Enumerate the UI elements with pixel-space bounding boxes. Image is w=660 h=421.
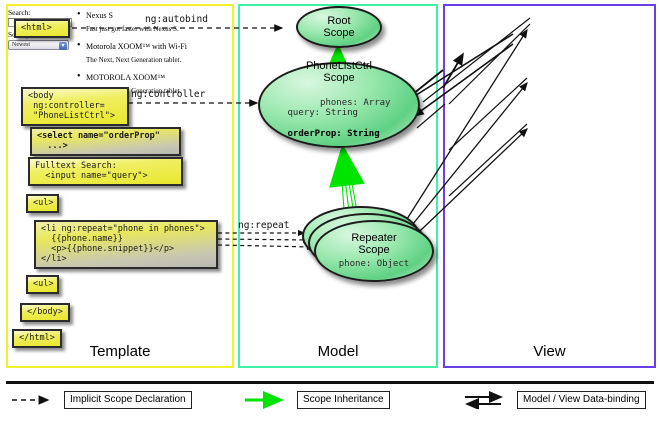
panel-template-label: Template [89,343,151,360]
sort-select[interactable]: Newest ▾ [8,40,69,50]
label-ng-repeat: ng:repeat [238,220,290,231]
phone-name: Nexus S [76,9,216,21]
legend-label: Model / View Data-binding [517,391,646,409]
phone-name: MOTOROLA XOOM™ [76,71,216,83]
legend-label: Implicit Scope Declaration [64,391,192,409]
phone-snippet: The Next, Next Generation tablet. [86,87,182,95]
scope-phonelistctrl-title: PhoneListCtrl Scope [305,60,373,84]
sort-select-value: Newest [12,42,30,48]
legend-item-model-view-data-binding: Model / View Data-binding [463,390,646,410]
phone-list: Nexus S Fast just got faster with Nexus … [76,9,216,103]
legend-label: Scope Inheritance [297,391,390,409]
list-item[interactable]: Nexus S Fast just got faster with Nexus … [76,9,216,34]
scope-root-title: Root Scope [323,15,355,39]
legend-divider [6,381,654,384]
scope-repeater-props: phone: Object [338,259,410,270]
panel-view-label: View [533,343,566,360]
code-box-html-open: <html> [14,19,70,38]
code-box-ul-close: <ul> [26,275,59,294]
code-box-ul-open: <ul> [26,194,59,213]
label-ng-controller: ng:controller [131,89,206,100]
phone-snippet: Fast just got faster with Nexus S. [86,25,179,33]
list-item[interactable]: Motorola XOOM™ with Wi-Fi The Next, Next… [76,40,216,65]
label-ng-autobind: ng:autobind [145,14,208,25]
chevron-down-icon: ▾ [59,42,67,50]
panel-model-label: Model [317,343,359,360]
repeat-connector [217,229,315,250]
inheritance-arrows-repeater [329,144,365,217]
scope-phonelistctrl-props: phones: Array query: String orderProp: S… [287,97,391,140]
scope-root: Root Scope [296,6,382,48]
code-box-select-orderprop: <select name="orderProp" ...> [30,127,181,156]
dashed-arrow-icon [12,395,50,405]
solid-arrow-icon [245,391,284,409]
phone-snippet: The Next, Next Generation tablet. [86,56,182,64]
code-box-body-controller: <body ng:controller= "PhoneListCtrl"> [21,87,129,126]
double-arrow-icon [465,391,503,409]
scope-phonelistctrl: PhoneListCtrl Scope phones: Array query:… [258,60,420,148]
scope-repeater-title: Repeater Scope [351,232,397,257]
legend-item-scope-inheritance: Scope Inheritance [243,390,390,410]
legend: Implicit Scope Declaration Scope Inherit… [0,390,660,416]
code-box-html-close: </html> [12,329,62,348]
code-box-li-ngrepeat: <li ng:repeat="phone in phones"> {{phone… [34,220,218,269]
data-binding-arrows [396,17,531,251]
code-box-fulltext-search: Fulltext Search: <input name="query"> [28,157,183,186]
legend-item-implicit-scope-declaration: Implicit Scope Declaration [10,390,192,410]
search-label: Search: [8,8,31,17]
list-item[interactable]: MOTOROLA XOOM™ The Next, Next Generation… [76,71,216,96]
code-box-body-close: </body> [20,303,70,322]
phone-name: Motorola XOOM™ with Wi-Fi [76,40,216,52]
panel-view: View [443,4,656,368]
scope-repeater: Repeater Scope phone: Object [314,220,434,282]
